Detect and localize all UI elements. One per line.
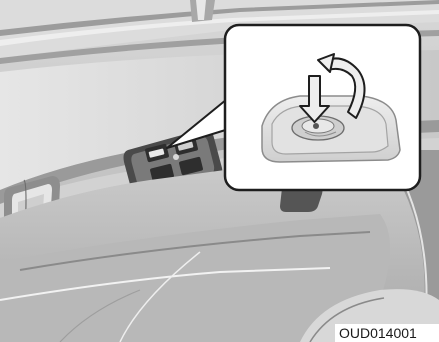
zoom-callout bbox=[225, 25, 420, 190]
image-code-label: OUD014001 bbox=[335, 324, 439, 342]
